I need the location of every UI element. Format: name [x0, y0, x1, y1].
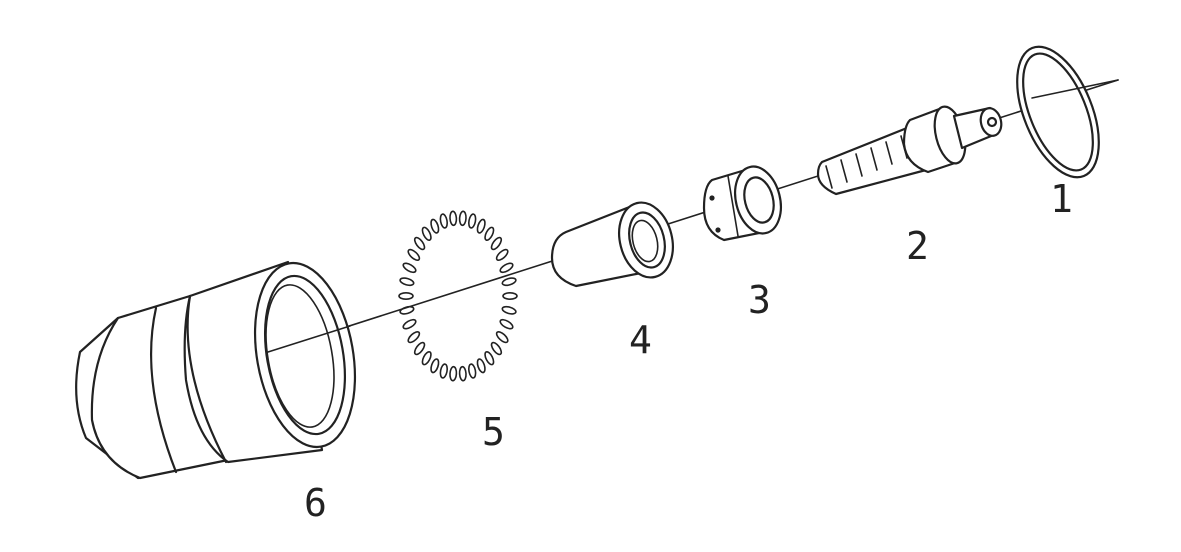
part-5-hole [467, 213, 477, 229]
part-5-hole [502, 291, 518, 300]
part-5-hole [476, 358, 486, 374]
part-5-hole [484, 350, 495, 366]
part-2-electrode [816, 105, 1003, 196]
part-3-groove [727, 175, 739, 237]
part-5-hole [421, 226, 432, 242]
part-6-body-line-2 [186, 294, 228, 464]
part-1-ring-outer [1016, 45, 1100, 179]
part-5-hole [449, 210, 458, 227]
part-label-6: 6 [304, 481, 327, 525]
part-5-hole [439, 363, 449, 379]
part-3-bore [743, 176, 775, 224]
part-6-nozzle-cup [75, 260, 357, 480]
part-4-bore [628, 211, 666, 269]
part-5-hole [430, 218, 440, 234]
part-5-hole [501, 277, 517, 287]
part-5-hole [413, 341, 426, 356]
part-5-hole [413, 236, 426, 251]
part-3-hole-1 [709, 195, 715, 201]
part-2-rib-line [855, 153, 863, 177]
part-5-hole [402, 262, 417, 274]
part-1-o-ring [1016, 45, 1119, 179]
part-5-hole [476, 218, 486, 234]
part-5-hole [458, 365, 467, 382]
part-2-rib-line [825, 165, 833, 189]
part-3-hole-2 [715, 227, 721, 233]
part-2-rib-line [885, 141, 893, 165]
part-5-swirl-ring [398, 210, 518, 382]
part-2-rib-line [870, 147, 878, 171]
part-1-ring-inner [1022, 52, 1094, 172]
part-5-hole [407, 330, 421, 344]
part-5-hole [430, 358, 440, 374]
part-5-hole [407, 248, 421, 262]
part-label-5: 5 [482, 410, 505, 454]
part-5-hole [490, 236, 503, 251]
part-5-hole [458, 210, 467, 227]
part-5-hole [449, 365, 458, 382]
part-5-hole [501, 305, 517, 315]
part-5-hole [439, 213, 449, 229]
part-5-hole [398, 292, 414, 301]
part-2-rib-line [840, 159, 848, 183]
part-3-collar [702, 165, 782, 242]
part-2-tip [979, 107, 1003, 137]
part-4-bore-inner [631, 219, 659, 263]
part-2-tip-hole [986, 116, 998, 128]
part-5-hole [399, 305, 415, 315]
part-5-hole [490, 341, 503, 356]
part-5-hole [467, 363, 477, 379]
part-5-hole [499, 262, 514, 274]
part-6-axis-segment [267, 325, 351, 353]
part-6-body-line-1 [150, 306, 178, 474]
part-5-hole [399, 277, 415, 287]
part-5-hole [495, 330, 509, 344]
part-4-sleeve [550, 201, 674, 288]
part-label-4: 4 [629, 318, 652, 362]
part-5-hole [484, 226, 495, 242]
part-5-hole [402, 318, 417, 330]
part-label-1: 1 [1050, 177, 1073, 221]
part-5-hole [499, 318, 514, 330]
part-6-mouth-inner [263, 274, 347, 436]
part-6-mouth-rim [265, 284, 335, 428]
part-5-hole [495, 248, 509, 262]
part-1-axis-segment [1031, 79, 1119, 99]
part-5-hole [421, 350, 432, 366]
part-label-2: 2 [906, 224, 929, 268]
part-label-3: 3 [748, 278, 771, 322]
part-2-ribs [825, 129, 923, 189]
